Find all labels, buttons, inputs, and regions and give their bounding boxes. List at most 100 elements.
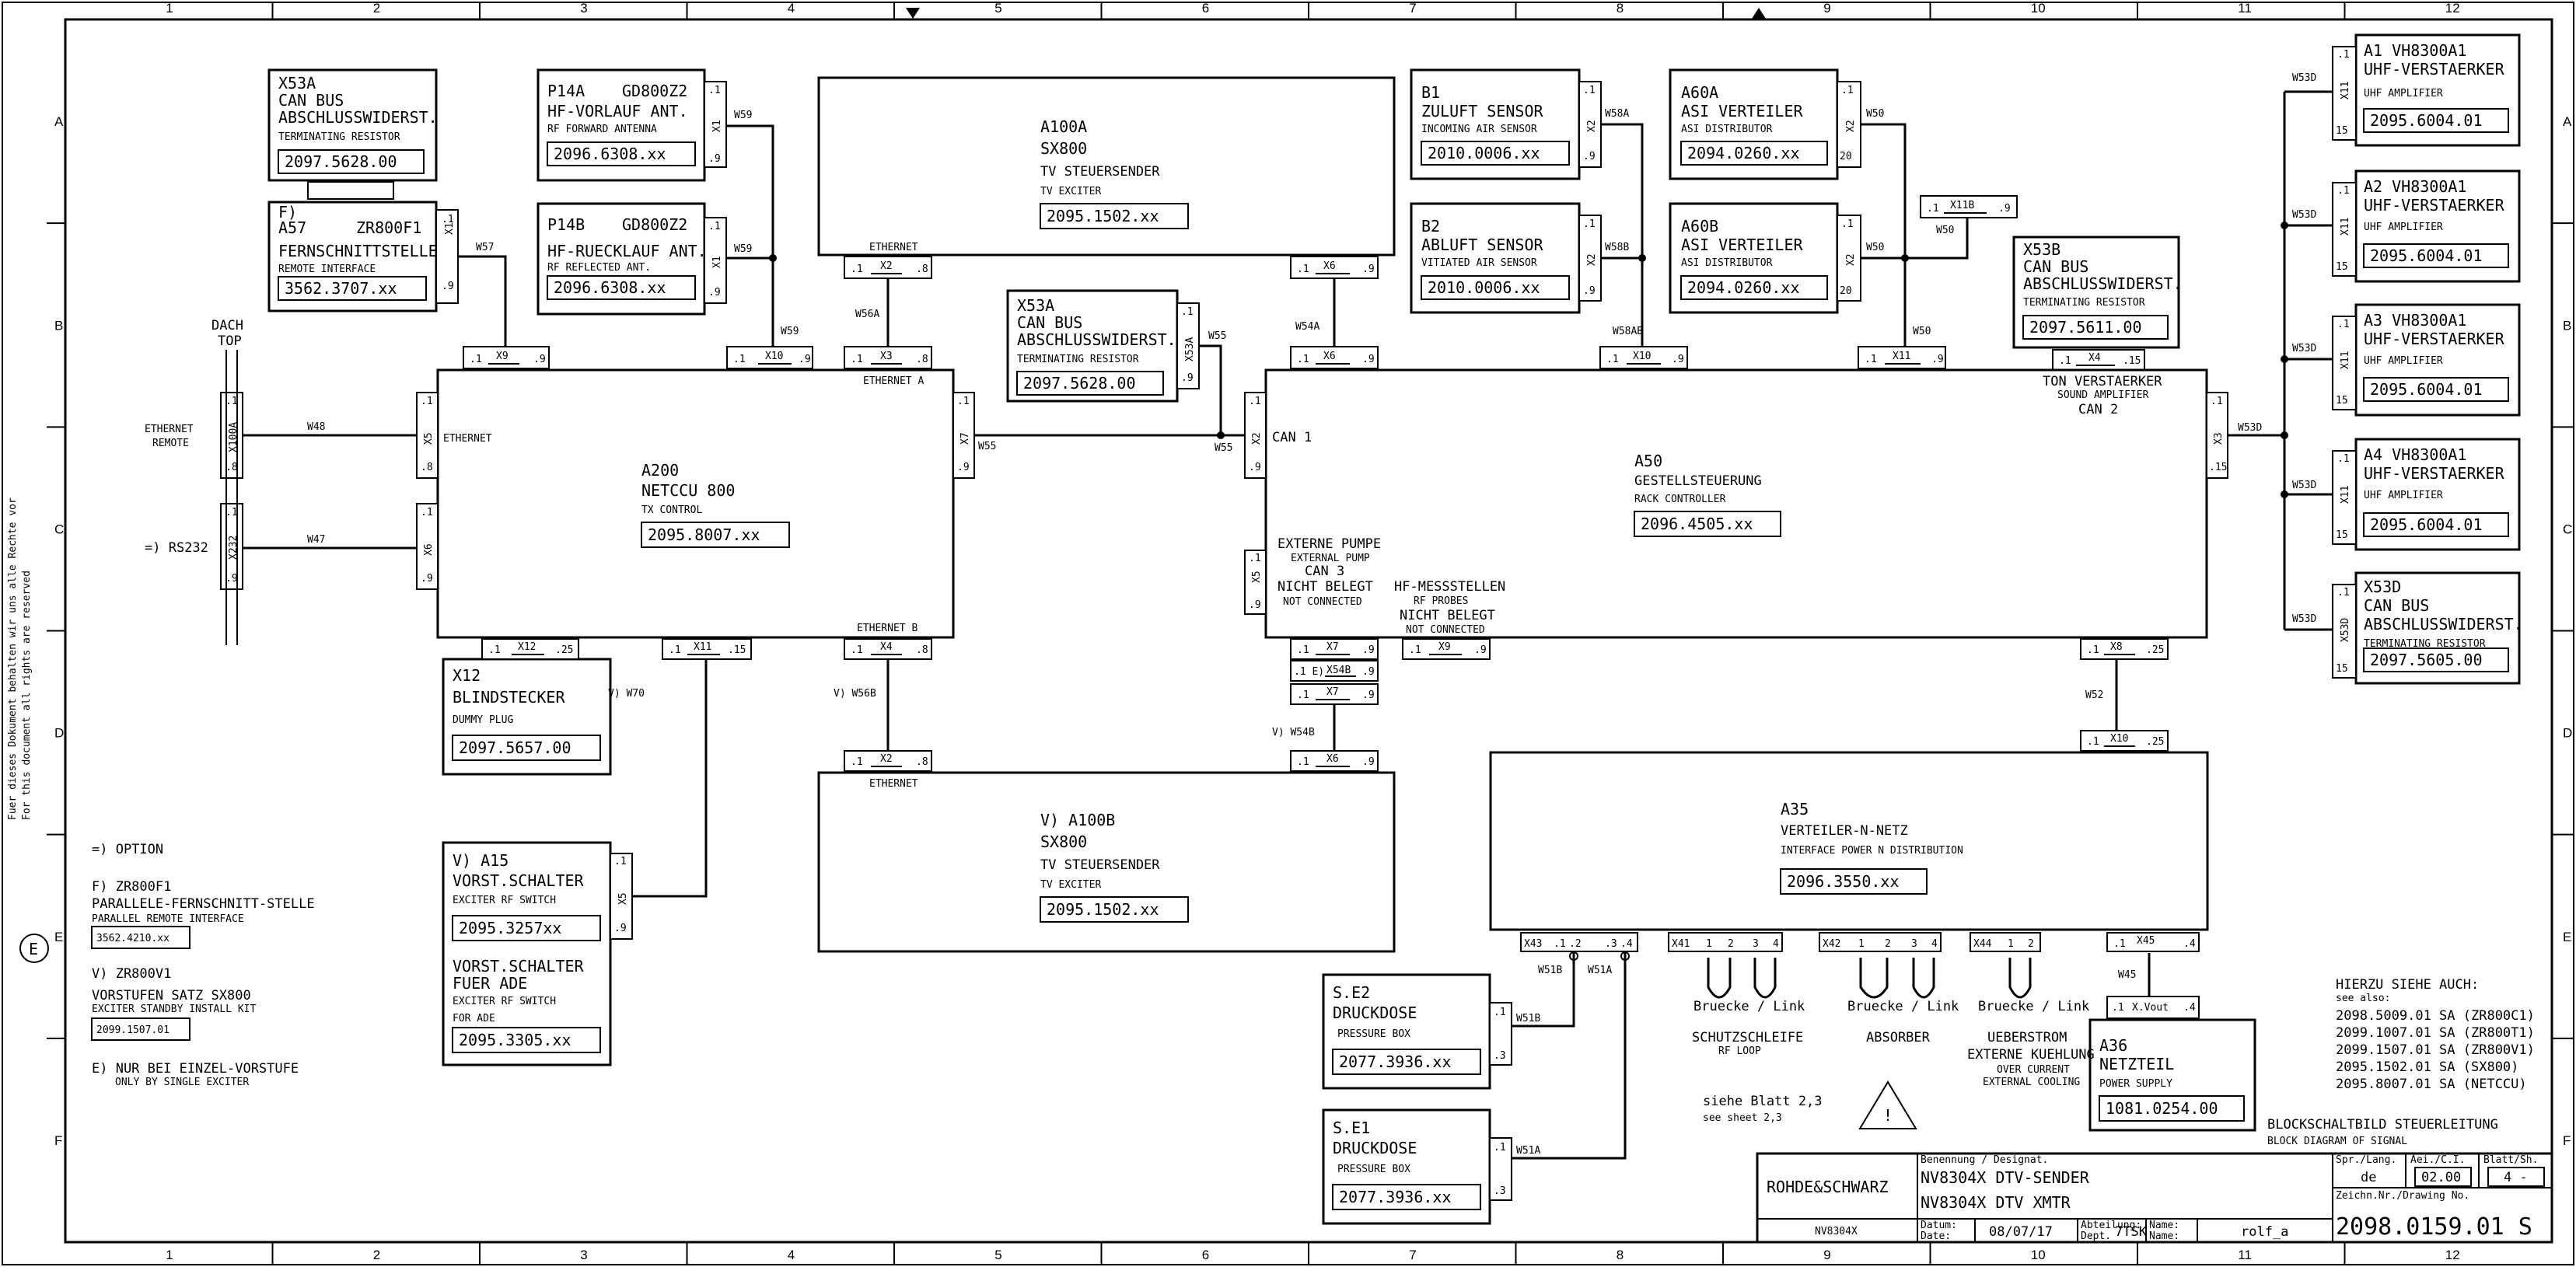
- xvout-label: X.Vout: [2132, 1002, 2169, 1014]
- grid-col-label-top: 9: [1823, 1, 1830, 16]
- wire-label: W54A: [1295, 321, 1319, 333]
- module-sub: UHF AMPLIFIER: [2364, 88, 2443, 99]
- name-label: Name:: [2149, 1220, 2179, 1231]
- grid-col-label-bottom: 3: [580, 1248, 587, 1262]
- datum-label: Datum:: [1921, 1220, 1957, 1231]
- module-x53a-top[interactable]: X53A CAN BUS ABSCHLUSSWIDERST. TERMINATI…: [267, 68, 438, 182]
- module-line: ABSCHLUSSWIDERST.: [2364, 615, 2523, 634]
- module-se2[interactable]: S.E2 DRUCKDOSE PRESSURE BOX 2077.3936.xx…: [1322, 973, 1512, 1090]
- module-p14b[interactable]: P14B GD800Z2 HF-RUECKLAUF ANT. RF REFLEC…: [537, 202, 727, 316]
- part-number: 2096.6308.xx: [554, 145, 666, 163]
- part-number: 2094.0260.xx: [1687, 278, 1800, 297]
- part-number: 2094.0260.xx: [1687, 144, 1800, 162]
- module-sub: UHF AMPLIFIER: [2364, 490, 2443, 501]
- module-title: A36: [2099, 1036, 2127, 1055]
- legend-e-sub: ONLY BY SINGLE EXCITER: [115, 1077, 249, 1088]
- drawing-number: 2098.0159.01 S: [2336, 1213, 2532, 1241]
- nb1-label: NICHT BELEGT: [1278, 579, 1373, 595]
- svg-text:.15: .15: [728, 644, 746, 656]
- wire-label: W48: [307, 421, 325, 433]
- wire-label: W56A: [855, 309, 879, 320]
- module-a50[interactable]: A50 GESTELLSTEUERUNG RACK CONTROLLER 209…: [1264, 368, 2208, 639]
- svg-text:.9: .9: [1931, 354, 1944, 365]
- module-a60b[interactable]: A60B ASI VERTEILER ASI DISTRIBUTOR 2094.…: [1669, 202, 1861, 314]
- bruecke-label: Bruecke / Link: [1847, 999, 1959, 1014]
- see-also-item: 2095.8007.01 SA (NETCCU): [2336, 1077, 2527, 1092]
- module-line: ASI VERTEILER: [1681, 236, 1803, 254]
- rf-loop-label: RF LOOP: [1718, 1045, 1761, 1057]
- module-line: BLINDSTECKER: [453, 688, 565, 707]
- svg-text:.1: .1: [1297, 756, 1309, 768]
- module-x53b[interactable]: X53B CAN BUS ABSCHLUSSWIDERST. TERMINATI…: [2012, 236, 2183, 349]
- can3-label: CAN 3: [1305, 564, 1344, 579]
- module-title: A4 VH8300A1: [2364, 445, 2466, 464]
- wire-label: W55: [1215, 442, 1232, 454]
- module-b2[interactable]: B2 ABLUFT SENSOR VITIATED AIR SENSOR 201…: [1410, 202, 1602, 314]
- module-a4[interactable]: A4 VH8300A1 UHF-VERSTAERKER UHF AMPLIFIE…: [2332, 438, 2521, 551]
- module-title: X53B: [2023, 240, 2060, 259]
- module-a100b[interactable]: V) A100B SX800 TV STEUERSENDER TV EXCITE…: [817, 771, 1396, 953]
- legend-v-title: V) ZR800V1: [92, 966, 171, 982]
- grid-col-label-bottom: 5: [994, 1248, 1001, 1262]
- part-number: 2095.1502.xx: [1047, 900, 1159, 919]
- module-a36[interactable]: A36 NETZTEIL POWER SUPPLY 1081.0254.00: [2088, 1018, 2256, 1132]
- module-x53d[interactable]: X53D CAN BUS ABSCHLUSSWIDERST. TERMINATI…: [2332, 571, 2523, 685]
- legend-option: =) OPTION: [92, 842, 163, 857]
- wire-label: V) W54B: [1272, 727, 1315, 738]
- svg-text:X1: X1: [711, 120, 723, 132]
- svg-text:.1: .1: [1841, 85, 1854, 96]
- module-se1[interactable]: S.E1 DRUCKDOSE PRESSURE BOX 2077.3936.xx…: [1322, 1108, 1512, 1225]
- svg-text:X10: X10: [1633, 351, 1651, 362]
- svg-text:.2: .2: [1569, 938, 1582, 950]
- svg-text:.25: .25: [2146, 736, 2164, 748]
- module-a15[interactable]: V) A15 VORST.SCHALTER EXCITER RF SWITCH …: [442, 841, 633, 1066]
- module-a35[interactable]: A35 VERTEILER-N-NETZ INTERFACE POWER N D…: [1489, 751, 2209, 931]
- module-a200[interactable]: A200 NETCCU 800 TX CONTROL 2095.8007.xx …: [436, 368, 955, 639]
- module-sub: INTERFACE POWER N DISTRIBUTION: [1781, 845, 1963, 857]
- svg-text:.1: .1: [2087, 736, 2099, 748]
- svg-text:.1: .1: [1409, 644, 1421, 656]
- module-p14a[interactable]: P14A GD800Z2 HF-VORLAUF ANT. RF FORWARD …: [537, 68, 727, 182]
- svg-text:.1: .1: [421, 396, 433, 407]
- revision-circle: [19, 934, 49, 963]
- svg-text:.8: .8: [916, 644, 928, 656]
- module-line: VORST.SCHALTER: [453, 957, 585, 976]
- grid-col-label-top: 1: [166, 1, 173, 16]
- module-a3[interactable]: A3 VH8300A1 UHF-VERSTAERKER UHF AMPLIFIE…: [2332, 303, 2521, 417]
- module-line: TV STEUERSENDER: [1040, 164, 1160, 180]
- part-number: 2077.3936.xx: [1339, 1052, 1452, 1071]
- module-title: X12: [453, 666, 481, 685]
- module-a100a[interactable]: A100A SX800 TV STEUERSENDER TV EXCITER 2…: [817, 76, 1396, 257]
- module-b1[interactable]: B1 ZULUFT SENSOR INCOMING AIR SENSOR 201…: [1410, 68, 1602, 180]
- module-x53a-mid[interactable]: X53A CAN BUS ABSCHLUSSWIDERST. TERMINATI…: [1006, 289, 1200, 403]
- svg-text:X8: X8: [2110, 641, 2123, 653]
- wire-label: W59: [781, 326, 799, 337]
- company-name: ROHDE&SCHWARZ: [1767, 1178, 1889, 1196]
- ext-cooling-label: EXTERNAL COOLING: [1983, 1077, 2080, 1088]
- svg-text:.3: .3: [1494, 1050, 1506, 1062]
- module-a1[interactable]: A1 VH8300A1 UHF-VERSTAERKER UHF AMPLIFIE…: [2332, 33, 2521, 147]
- svg-text:.4: .4: [2183, 938, 2196, 950]
- svg-text:.25: .25: [555, 644, 573, 656]
- module-a57[interactable]: F) A57 ZR800F1 FERNSCHNITTSTELLE REMOTE …: [267, 201, 459, 312]
- module-sub: RF FORWARD ANTENNA: [547, 124, 657, 135]
- part-number: 2097.5605.00: [2370, 651, 2483, 669]
- module-sub: TV EXCITER: [1040, 186, 1101, 197]
- svg-text:.9: .9: [799, 354, 811, 365]
- svg-text:2: 2: [1728, 938, 1734, 950]
- svg-text:X11: X11: [2340, 218, 2351, 236]
- benennung-label: Benennung / Designat.: [1921, 1154, 2048, 1166]
- module-a60a[interactable]: A60A ASI VERTEILER ASI DISTRIBUTOR 2094.…: [1669, 68, 1861, 180]
- svg-text:3: 3: [1911, 938, 1917, 950]
- svg-text:.1: .1: [2211, 396, 2223, 407]
- svg-text:.4: .4: [1620, 938, 1633, 950]
- svg-text:.1: .1: [733, 354, 746, 365]
- part-number: 2095.6004.01: [2370, 246, 2483, 265]
- legend-f-desc: PARALLELE-FERNSCHNITT-STELLE: [92, 896, 315, 912]
- module-line: UHF-VERSTAERKER: [2364, 60, 2505, 79]
- module-x12[interactable]: X12 BLINDSTECKER DUMMY PLUG 2097.5657.00: [442, 658, 612, 776]
- module-a2[interactable]: A2 VH8300A1 UHF-VERSTAERKER UHF AMPLIFIE…: [2332, 169, 2521, 283]
- part-number: 2095.6004.01: [2370, 111, 2483, 130]
- module-sub: TX CONTROL: [641, 504, 702, 516]
- x44-label: X44: [1973, 938, 1992, 950]
